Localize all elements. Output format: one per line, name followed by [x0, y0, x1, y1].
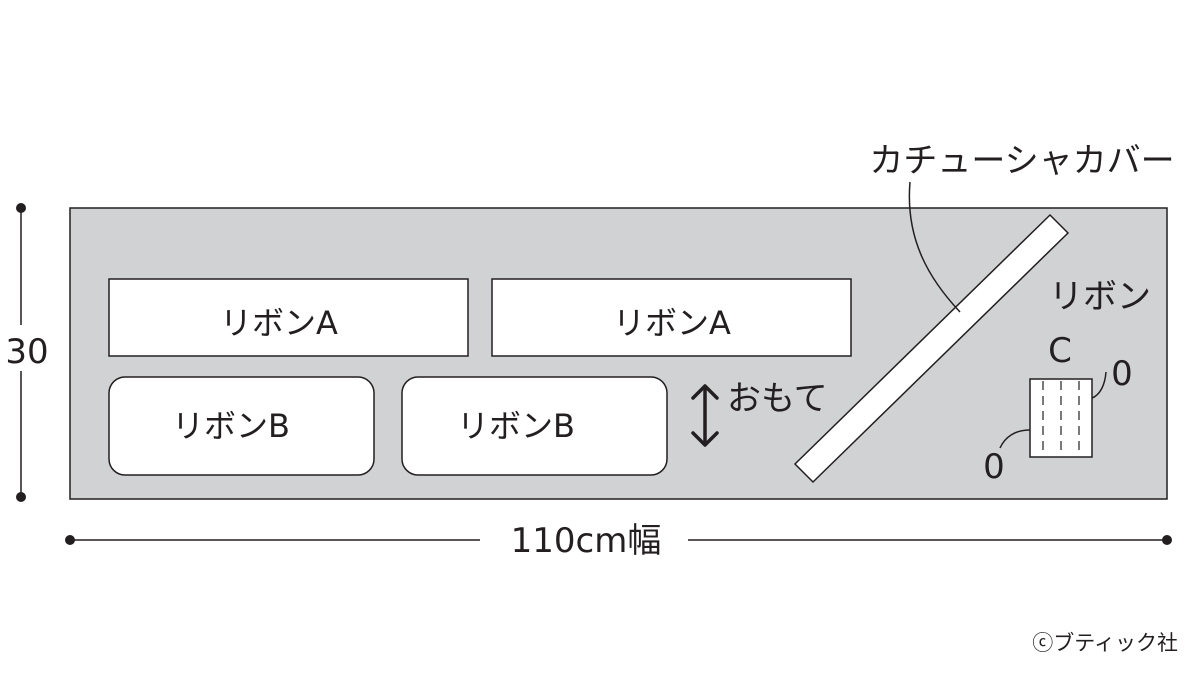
seam-allowance-label: 0 [1111, 354, 1133, 394]
ribbon-a-label: リボンA [613, 304, 731, 342]
height-label: 30 [5, 332, 48, 372]
fold-lines [1042, 381, 1080, 455]
leader-line [908, 181, 961, 313]
ribbon-b-piece [401, 376, 668, 476]
face-label: おもて [727, 379, 828, 419]
headband-cover-piece [793, 213, 1070, 484]
width-label: 110cm幅 [511, 521, 662, 561]
ribbon-b-label: リボンB [172, 407, 290, 445]
headband-cover-label: カチューシャカバー [869, 141, 1174, 181]
ribbon-c-label: リボン [1049, 277, 1151, 317]
height-dimension [0, 203, 44, 502]
leader-line [999, 429, 1031, 449]
ribbon-a-label: リボンA [220, 304, 338, 342]
ribbon-a-piece [108, 278, 469, 357]
ribbon-a-piece [491, 278, 852, 357]
ribbon-b-piece [108, 376, 375, 476]
double-arrow-icon [691, 384, 719, 447]
width-dimension [65, 535, 1172, 545]
ribbon-c-label-letter: C [1048, 331, 1072, 371]
seam-allowance-label: 0 [983, 447, 1005, 487]
ribbon-b-label: リボンB [457, 407, 575, 445]
copyright-text: ⓒブティック社 [1032, 631, 1178, 655]
leader-line [1091, 371, 1107, 399]
